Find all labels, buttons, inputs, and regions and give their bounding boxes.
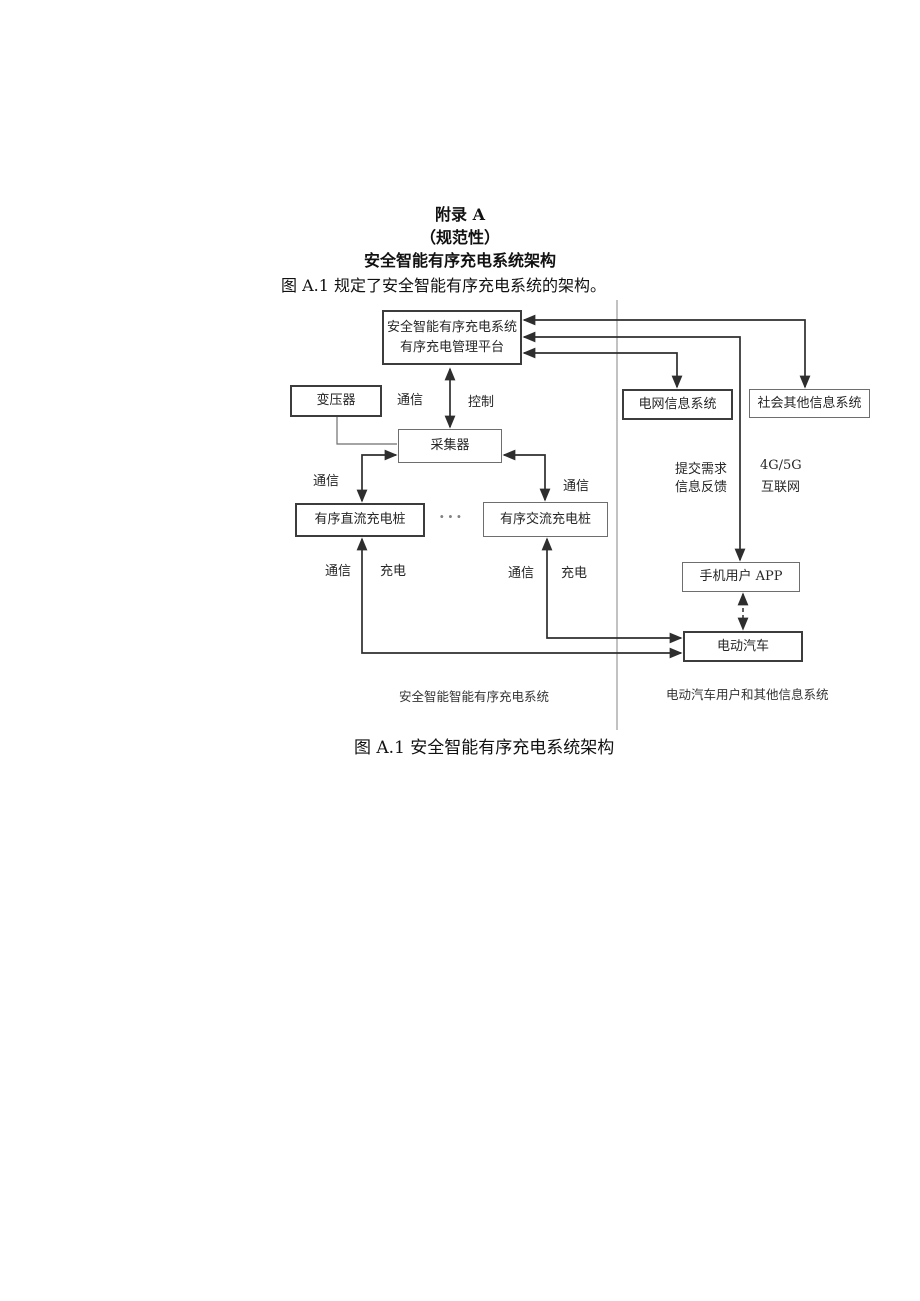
- node-collector-label: 采集器: [430, 438, 470, 454]
- label-control: 控制: [468, 395, 495, 410]
- connector-platform-gridinfo: [522, 347, 683, 389]
- node-grid-info: 电网信息系统: [622, 389, 733, 420]
- label-comm-left: 通信: [313, 474, 340, 489]
- connector-platform-app: [522, 331, 746, 562]
- node-transformer: 变压器: [290, 385, 382, 417]
- normative-label: （规范性）: [419, 228, 500, 247]
- node-mobile-app-label: 手机用户 APP: [699, 569, 783, 585]
- label-submit-request: 提交需求: [675, 462, 728, 477]
- node-collector: 采集器: [398, 429, 502, 463]
- node-social-info-label: 社会其他信息系统: [757, 395, 862, 411]
- label-comm-bottom-left: 通信: [325, 564, 352, 579]
- node-ac-pile: 有序交流充电桩: [483, 502, 608, 537]
- node-ev-label: 电动汽车: [716, 638, 769, 654]
- node-grid-info-label: 电网信息系统: [638, 396, 717, 412]
- label-left-zone: 安全智能智能有序充电系统: [399, 689, 550, 704]
- node-transformer-label: 变压器: [316, 393, 356, 409]
- connector-collector-acpile: [502, 449, 551, 502]
- node-dc-pile-label: 有序直流充电桩: [314, 512, 406, 528]
- label-comm-right: 通信: [563, 479, 590, 494]
- label-comm-top: 通信: [397, 393, 424, 408]
- label-4g5g: 4G/5G: [760, 458, 802, 473]
- connector-acpile-ev: [541, 537, 683, 644]
- appendix-title: 附录 A: [435, 205, 485, 224]
- figure-caption: 图 A.1 安全智能有序充电系统架构: [354, 738, 615, 758]
- label-right-zone: 电动汽车用户和其他信息系统: [666, 687, 829, 702]
- node-mobile-app: 手机用户 APP: [682, 562, 800, 592]
- node-platform-label-line2: 有序充电管理平台: [399, 339, 504, 355]
- intro-paragraph: 图 A.1 规定了安全智能有序充电系统的架构。: [281, 276, 606, 295]
- node-dc-pile: 有序直流充电桩: [295, 503, 425, 537]
- connector-platform-socialinfo: [522, 314, 811, 389]
- section-title: 安全智能有序充电系统架构: [363, 251, 556, 270]
- label-comm-bottom-right: 通信: [508, 566, 535, 581]
- label-feedback: 信息反馈: [675, 480, 728, 495]
- connector-transformer-collector: [336, 417, 397, 445]
- connector-dcpile-ev: [356, 537, 683, 659]
- label-charge-bottom-right: 充电: [561, 566, 588, 581]
- node-ac-pile-label: 有序交流充电桩: [499, 511, 591, 527]
- connector-collector-dcpile: [356, 449, 398, 503]
- node-platform-label-line1: 安全智能有序充电系统: [386, 320, 517, 335]
- node-ev: 电动汽车: [683, 631, 803, 662]
- node-social-info: 社会其他信息系统: [749, 389, 870, 418]
- label-charge-bottom-left: 充电: [380, 564, 407, 579]
- node-platform: 安全智能有序充电系统 有序充电管理平台: [382, 310, 522, 365]
- label-internet: 互联网: [761, 480, 801, 495]
- ellipsis-between-piles: ···: [439, 507, 465, 526]
